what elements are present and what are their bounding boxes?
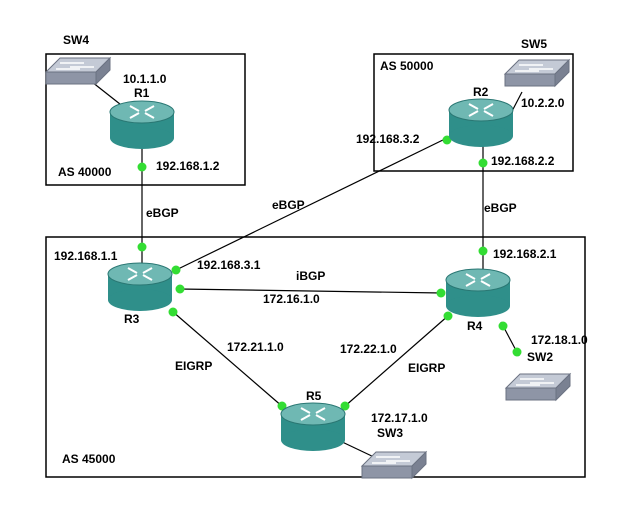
- dot-r4-sw2: [498, 321, 508, 331]
- sw3-label: SW3: [377, 426, 403, 440]
- link-r3-r5: [171, 310, 284, 408]
- r5-label: R5: [306, 389, 322, 403]
- switch-sw3-icon[interactable]: [361, 451, 427, 479]
- as45000-label: AS 45000: [62, 452, 116, 466]
- dot-r5-r4: [340, 401, 350, 411]
- dot-r4-r5: [443, 311, 453, 321]
- switch-sw4-icon[interactable]: [45, 57, 111, 85]
- as50000-label: AS 50000: [380, 59, 434, 73]
- r2-label: R2: [473, 85, 489, 99]
- protocol-r1-r3-label: eBGP: [146, 206, 179, 220]
- r2-ip-r4-label: 192.168.2.2: [491, 154, 555, 168]
- r4-ip-r2-label: 192.168.2.1: [493, 247, 557, 261]
- net-10-1-label: 10.1.1.0: [123, 72, 167, 86]
- protocol-r3-r4-label: iBGP: [296, 269, 325, 283]
- r1-ip-label: 192.168.1.2: [156, 159, 220, 173]
- r3-label: R3: [124, 312, 140, 326]
- r3-ip-r1-label: 192.168.1.1: [54, 249, 118, 263]
- protocol-r4-r5-label: EIGRP: [408, 361, 445, 375]
- link-r5-sw3: [337, 439, 377, 459]
- dot-r4-r2: [478, 246, 488, 256]
- dot-r2-r4: [478, 158, 488, 168]
- dot-r2-r3: [442, 135, 452, 145]
- protocol-r3-r5-label: EIGRP: [175, 359, 212, 373]
- sw5-label: SW5: [521, 37, 547, 51]
- r2-ip-r3-label: 192.168.3.2: [356, 132, 420, 146]
- dot-r3-r5: [168, 307, 178, 317]
- switch-sw2-icon[interactable]: [505, 373, 571, 401]
- router-r2-icon[interactable]: [448, 98, 514, 148]
- dot-r5-r3: [277, 401, 287, 411]
- as40000-box: [45, 53, 246, 186]
- net-172-17-label: 172.17.1.0: [371, 411, 428, 425]
- dot-r3-r4: [175, 284, 185, 294]
- interface-dots: [137, 135, 522, 411]
- as45000-box: [45, 236, 586, 478]
- protocol-r2-r3-label: eBGP: [272, 198, 305, 212]
- router-r1-icon[interactable]: [109, 100, 175, 150]
- dot-r3-r1: [137, 242, 147, 252]
- net-172-16-label: 172.16.1.0: [263, 292, 320, 306]
- link-r3-r4: [178, 288, 443, 294]
- as50000-box: [373, 53, 574, 172]
- r3-ip-r2-label: 192.168.3.1: [197, 258, 261, 272]
- link-r4-r5: [343, 314, 450, 408]
- link-r2-r3: [175, 137, 448, 271]
- r4-label: R4: [467, 319, 483, 333]
- net-172-18-label: 172.18.1.0: [531, 333, 588, 347]
- sw2-label: SW2: [527, 350, 553, 364]
- net-10-2-label: 10.2.2.0: [521, 96, 565, 110]
- router-r3-icon[interactable]: [107, 262, 173, 312]
- net-172-21-label: 172.21.1.0: [227, 340, 284, 354]
- switch-sw5-icon[interactable]: [504, 59, 570, 87]
- router-r5-icon[interactable]: [280, 402, 346, 452]
- router-r4-icon[interactable]: [445, 268, 511, 318]
- sw4-label: SW4: [63, 33, 89, 47]
- protocol-r2-r4-label: eBGP: [484, 201, 517, 215]
- dot-r1-r3: [137, 162, 147, 172]
- dot-r4-r3: [436, 288, 446, 298]
- r1-label: R1: [134, 86, 150, 100]
- as40000-label: AS 40000: [58, 165, 112, 179]
- net-172-22-label: 172.22.1.0: [340, 342, 397, 356]
- dot-sw2-r4: [512, 347, 522, 357]
- dot-r3-r2: [171, 265, 181, 275]
